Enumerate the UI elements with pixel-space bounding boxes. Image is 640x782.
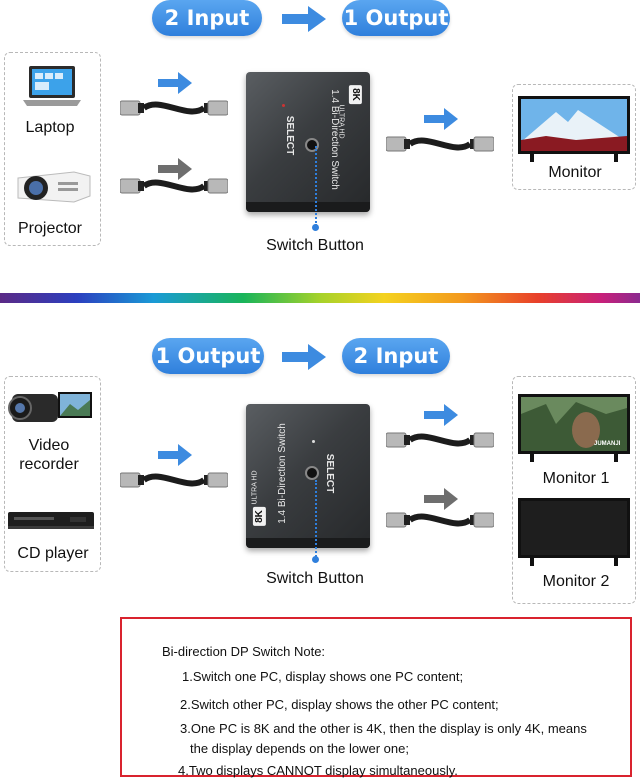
output-label-monitor-1: Monitor 1 [542,470,610,487]
switch-edge [246,538,370,548]
switch-button-label: Switch Button [266,570,364,587]
note-item: 2.Switch other PC, display shows the oth… [180,697,499,712]
pointer-dot [312,556,319,563]
laptop-icon [23,66,81,106]
switch-name: 1.4 Bi-Direction Switch [328,89,340,190]
led-indicator [310,174,313,177]
blue-arrow-icon [424,108,458,130]
pill-label: 2 Input [164,6,250,30]
switch-name: 1.4 Bi-Direction Switch [276,423,288,524]
dp-cable-icon [386,432,494,448]
source-devices-box [4,52,101,246]
device-label-projector: Projector [17,220,83,237]
pill-1-output: 1 Output [342,0,450,36]
dp-switch-device: 8K ULTRA HD 1.4 Bi-Direction Switch SELE… [246,404,370,548]
arrow-right-icon [282,6,326,32]
dp-switch-device: 8K ULTRA HD 1.4 Bi-Direction Switch SELE… [246,72,370,212]
monitor-icon [518,96,630,162]
blue-arrow-icon [158,72,192,94]
dp-cable-icon [120,472,228,488]
output-label-monitor-2: Monitor 2 [542,573,610,590]
pill-label: 1 Output [155,344,261,368]
video-camera-icon [8,392,92,422]
output-devices-box [512,376,636,604]
note-item: 1.Switch one PC, display shows one PC co… [182,669,464,684]
dp-cable-icon [120,100,228,116]
pointer-dot [312,224,319,231]
dp-cable-icon [386,512,494,528]
cd-player-icon [8,512,94,529]
monitor-icon [518,498,630,566]
output-devices-box [512,84,636,190]
gray-arrow-icon [158,158,192,180]
select-button[interactable] [305,466,319,480]
led-indicator [282,104,285,107]
gray-arrow-icon [424,488,458,510]
select-label: SELECT [324,453,336,494]
switch-button-label: Switch Button [266,237,364,254]
note-item: the display depends on the lower one; [190,741,409,756]
pill-label: 2 Input [353,344,439,368]
rainbow-divider [0,293,640,303]
select-label: SELECT [284,115,296,156]
badge-8k: 8K [252,507,266,526]
dotted-pointer-line [315,146,317,226]
led-indicator [312,440,315,443]
pill-1-output: 1 Output [152,338,264,374]
badge-ultra-hd: ULTRA HD [251,470,259,505]
note-item: 4.Two displays CANNOT display simultaneo… [178,763,458,778]
dp-cable-icon [386,136,494,152]
dp-cable-icon [120,178,228,194]
pill-2-input: 2 Input [342,338,450,374]
badge-8k: 8K [348,85,362,104]
arrow-right-icon [282,344,326,370]
device-label-cd-player: CD player [17,545,89,562]
screen-caption: JUMANJI [594,441,621,447]
dotted-pointer-line [315,480,317,560]
note-item: 3.One PC is 8K and the other is 4K, then… [180,721,587,736]
monitor-icon [518,394,630,462]
note-box: Bi-direction DP Switch Note: 1.Switch on… [120,617,632,778]
projector-icon [17,171,91,203]
switch-edge [246,202,370,212]
note-title: Bi-direction DP Switch Note: [162,644,326,659]
device-label-video-recorder: Video recorder [19,437,79,473]
source-devices-box [4,376,101,572]
device-label-laptop: Laptop [25,119,75,136]
pill-2-input: 2 Input [152,0,262,36]
blue-arrow-icon [158,444,192,466]
output-label-monitor: Monitor [548,164,602,181]
pill-label: 1 Output [343,6,449,30]
blue-arrow-icon [424,404,458,426]
